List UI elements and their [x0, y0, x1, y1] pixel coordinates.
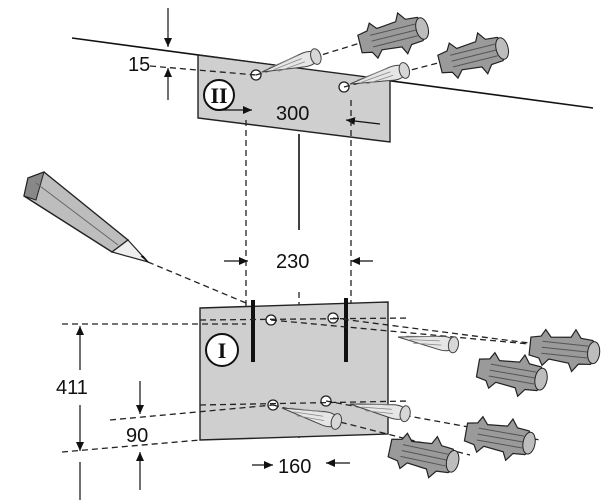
- upper-plate-label: II: [210, 83, 227, 108]
- plate-badge: [205, 333, 239, 367]
- lower-plate: I: [199, 298, 411, 441]
- wall-plug-icon: [354, 6, 434, 65]
- lower-plate-label: I: [218, 338, 227, 363]
- lower-offset-dimension: 90: [61, 381, 274, 500]
- lower-offset-label: 90: [126, 425, 148, 447]
- wall-offset-label: 15: [128, 54, 150, 76]
- vertical-distance-dimension: 411: [56, 323, 246, 451]
- wall-plug-icon: [461, 410, 540, 466]
- middle-spacing-label: 230: [276, 251, 309, 273]
- vertical-distance-label: 411: [56, 377, 88, 399]
- wall-offset-dimension: 15: [128, 8, 257, 100]
- middle-spacing-dimension: 230: [224, 251, 373, 273]
- wall-plug-icon: [434, 26, 514, 85]
- lower-spacing-dimension: 160: [252, 456, 350, 478]
- wall-plug-icon: [385, 426, 464, 484]
- upper-spacing-label: 300: [276, 103, 309, 125]
- pencil-icon: [23, 171, 247, 304]
- upper-spacing-dimension: 300: [215, 103, 381, 126]
- lower-spacing-label: 160: [278, 456, 311, 478]
